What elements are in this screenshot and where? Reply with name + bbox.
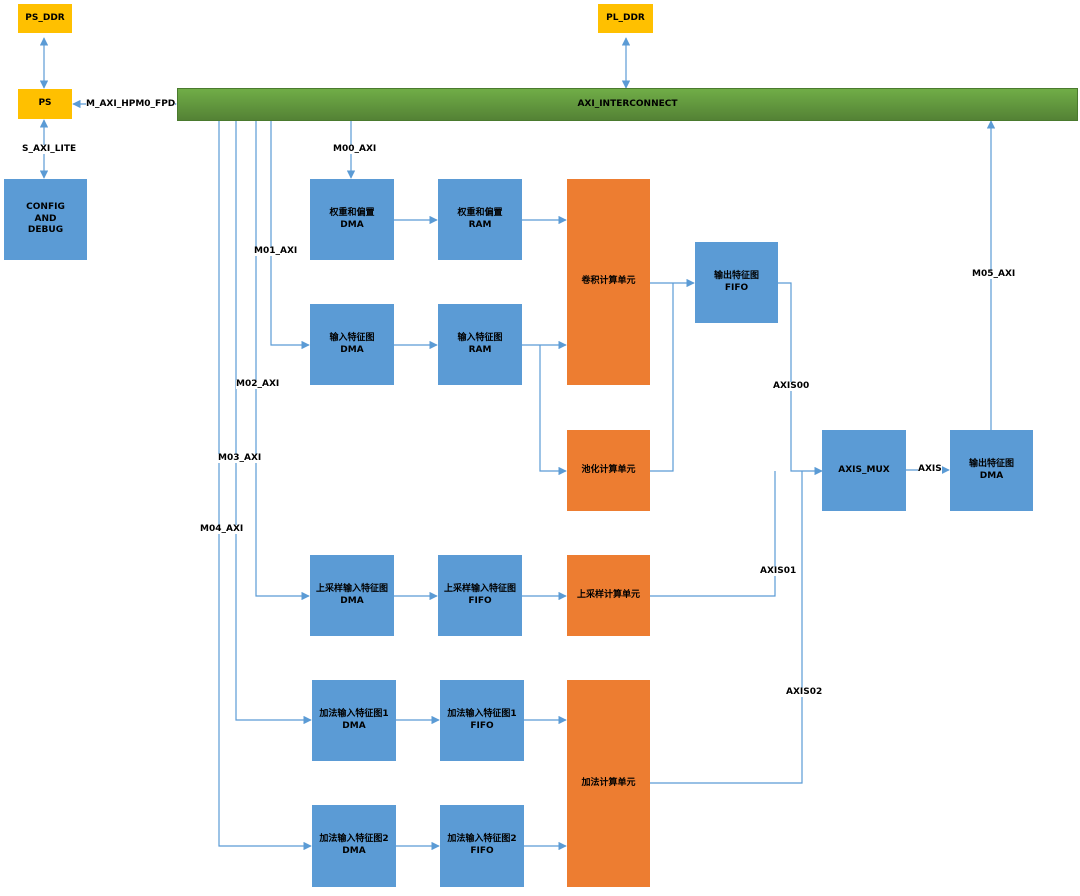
add1-dma-title: 加法输入特征图1 (319, 708, 389, 719)
add2-fifo-type: FIFO (470, 846, 494, 856)
wire-axis00 (778, 282, 823, 476)
weight-dma-block: 权重和偏置 DMA (310, 179, 394, 260)
ps-label: PS (38, 98, 52, 109)
add2-dma-title: 加法输入特征图2 (319, 834, 389, 845)
axis-label: AXIS (918, 464, 942, 474)
add1-fifo-block: 加法输入特征图1 FIFO (440, 680, 524, 761)
config-label: CONFIG (26, 201, 65, 212)
up-fifo-type: FIFO (468, 595, 492, 606)
up-dma-title: 上采样输入特征图 (315, 583, 388, 594)
add1-dma-type: DMA (342, 720, 366, 731)
pl-ddr-block: PL_DDR (598, 4, 653, 33)
out-dma-type: DMA (979, 470, 1004, 481)
m02-axi-label: M02_AXI (236, 379, 280, 389)
ps-ddr-label: PS_DDR (25, 12, 65, 23)
m03-axi-label: M03_AXI (218, 453, 262, 463)
out-dma-block: 输出特征图 DMA (950, 430, 1033, 511)
add2-dma-block: 加法输入特征图2 DMA (312, 805, 396, 887)
weight-ram-type: RAM (468, 219, 492, 230)
axis02-label: AXIS02 (786, 687, 823, 697)
m00-axi-label: M00_AXI (333, 144, 377, 154)
axi-interconnect-block: AXI_INTERCONNECT (177, 88, 1078, 121)
in-ram-title: 输入特征图 (457, 332, 503, 343)
up-dma-type: DMA (340, 595, 364, 606)
wire-m02 (255, 121, 310, 601)
weight-dma-type: DMA (340, 219, 364, 230)
out-fifo-block: 输出特征图 FIFO (695, 242, 778, 323)
debug-label: DEBUG (27, 225, 64, 236)
wire-pool-fifo (650, 283, 674, 472)
in-dma-title: 输入特征图 (329, 332, 375, 343)
pool-unit-label: 池化计算单元 (581, 464, 636, 475)
pl-ddr-label: PL_DDR (606, 12, 645, 23)
axis-mux-block: AXIS_MUX (822, 430, 906, 511)
wire-axis02 (650, 471, 803, 784)
axis-mux-label: AXIS_MUX (838, 464, 890, 475)
wire-m03 (235, 121, 312, 725)
add1-fifo-title: 加法输入特征图1 (447, 708, 517, 719)
conv-unit-block: 卷积计算单元 (567, 179, 650, 385)
up-unit-block: 上采样计算单元 (567, 555, 650, 636)
wire-iram-pool (539, 345, 567, 476)
add2-fifo-title: 加法输入特征图2 (447, 834, 517, 845)
m04-axi-label: M04_AXI (200, 524, 244, 534)
wire-axis01 (650, 471, 776, 597)
in-ram-type: RAM (468, 344, 492, 355)
m01-axi-label: M01_AXI (254, 246, 298, 256)
and-label: AND (34, 213, 57, 224)
add2-dma-type: DMA (342, 846, 366, 856)
out-fifo-title: 输出特征图 (713, 270, 759, 281)
weight-ram-title: 权重和偏置 (457, 207, 503, 218)
ps-block: PS (18, 89, 72, 119)
wire-m04 (218, 121, 312, 851)
up-fifo-title: 上采样输入特征图 (443, 583, 516, 594)
up-fifo-block: 上采样输入特征图 FIFO (438, 555, 522, 636)
in-dma-type: DMA (340, 344, 364, 355)
out-dma-title: 输出特征图 (968, 458, 1014, 469)
weight-dma-title: 权重和偏置 (329, 207, 375, 218)
axis01-label: AXIS01 (760, 566, 797, 576)
weight-ram-block: 权重和偏置 RAM (438, 179, 522, 260)
m-axi-hpm0-fpd-label: M_AXI_HPM0_FPD (86, 99, 176, 109)
ps-ddr-block: PS_DDR (18, 4, 72, 33)
up-unit-label: 上采样计算单元 (576, 589, 640, 600)
add-unit-label: 加法计算单元 (581, 777, 636, 788)
in-ram-block: 输入特征图 RAM (438, 304, 522, 385)
axis00-label: AXIS00 (773, 381, 810, 391)
up-dma-block: 上采样输入特征图 DMA (310, 555, 394, 636)
axi-interconnect-label: AXI_INTERCONNECT (577, 98, 678, 109)
add-unit-block: 加法计算单元 (567, 680, 650, 887)
pool-unit-block: 池化计算单元 (567, 430, 650, 511)
add1-fifo-type: FIFO (470, 720, 494, 731)
m05-axi-label: M05_AXI (972, 269, 1016, 279)
out-fifo-type: FIFO (724, 282, 749, 293)
in-dma-block: 输入特征图 DMA (310, 304, 394, 385)
conv-unit-label: 卷积计算单元 (581, 276, 636, 287)
add2-fifo-block: 加法输入特征图2 FIFO (440, 805, 524, 887)
wire-m01 (270, 121, 310, 350)
config-debug-block: CONFIG AND DEBUG (4, 179, 87, 260)
s-axi-lite-label: S_AXI_LITE (22, 144, 77, 154)
add1-dma-block: 加法输入特征图1 DMA (312, 680, 396, 761)
